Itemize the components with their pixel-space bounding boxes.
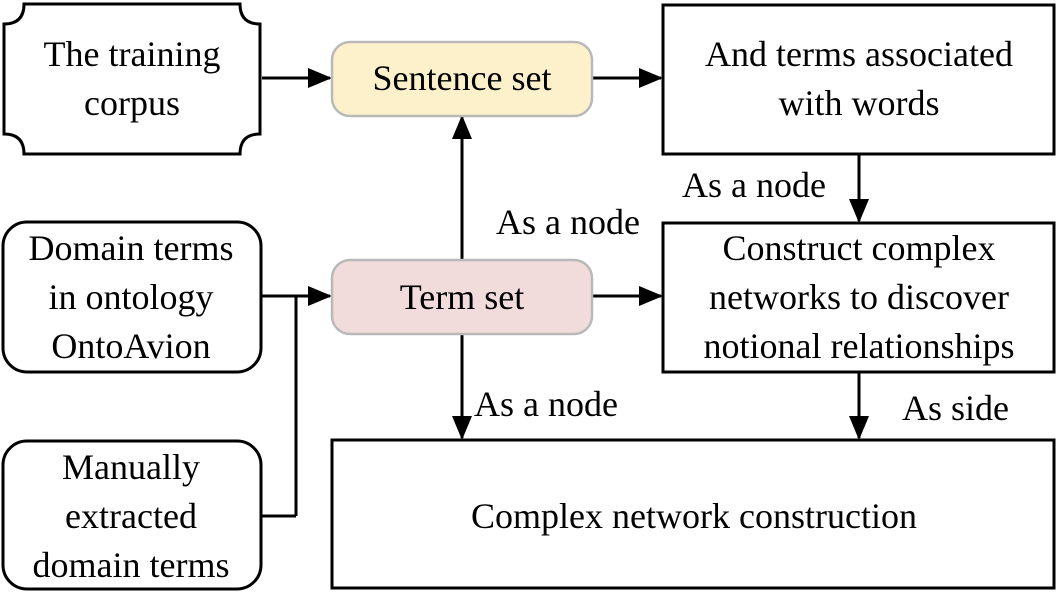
domain-terms-line-3: OntoAvion xyxy=(51,326,210,366)
terms-words-shape xyxy=(661,3,1056,156)
edge-label-term-to-sentence: As a node xyxy=(496,202,640,242)
training-corpus-shape xyxy=(2,2,262,156)
node-manual-terms: Manually extracted domain terms xyxy=(1,439,263,591)
edge-labels: As a node As a node As a node As side xyxy=(474,165,1009,428)
node-sentence-set: Sentence set xyxy=(330,40,594,118)
network-construction-label: Complex network construction xyxy=(471,496,917,536)
node-training-corpus: The training corpus xyxy=(2,2,262,156)
node-term-set: Term set xyxy=(330,258,594,336)
domain-terms-line-2: in ontology xyxy=(48,277,213,317)
sentence-set-shape xyxy=(330,40,594,118)
connectors xyxy=(262,68,869,518)
construct-networks-shape xyxy=(661,221,1056,374)
domain-terms-line-1: Domain terms xyxy=(29,228,234,268)
manual-terms-line-1: Manually xyxy=(62,447,200,487)
domain-terms-shape xyxy=(1,220,263,374)
training-corpus-line-2: corpus xyxy=(84,83,180,123)
construct-networks-line-3: notional relationships xyxy=(704,326,1015,366)
term-set-shape xyxy=(330,258,594,336)
node-network-construction: Complex network construction xyxy=(330,438,1056,590)
construct-networks-line-2: networks to discover xyxy=(709,277,1009,317)
terms-words-line-2: with words xyxy=(779,83,940,123)
edge-label-words-to-construct: As a node xyxy=(682,165,826,205)
manual-terms-line-3: domain terms xyxy=(33,545,230,585)
sentence-set-label: Sentence set xyxy=(373,58,552,98)
manual-terms-shape xyxy=(1,439,263,591)
term-set-label: Term set xyxy=(400,277,524,317)
edge-label-term-to-network: As a node xyxy=(474,384,618,424)
manual-terms-line-2: extracted xyxy=(65,496,197,536)
node-construct-networks: Construct complex networks to discover n… xyxy=(661,221,1056,374)
node-terms-associated-with-words: And terms associated with words xyxy=(661,3,1056,156)
training-corpus-line-1: The training xyxy=(44,34,221,74)
network-construction-shape xyxy=(330,438,1056,590)
terms-words-line-1: And terms associated xyxy=(705,34,1013,74)
edge-label-construct-to-network: As side xyxy=(902,388,1009,428)
construct-networks-line-1: Construct complex xyxy=(723,228,996,268)
node-domain-terms: Domain terms in ontology OntoAvion xyxy=(1,220,263,374)
